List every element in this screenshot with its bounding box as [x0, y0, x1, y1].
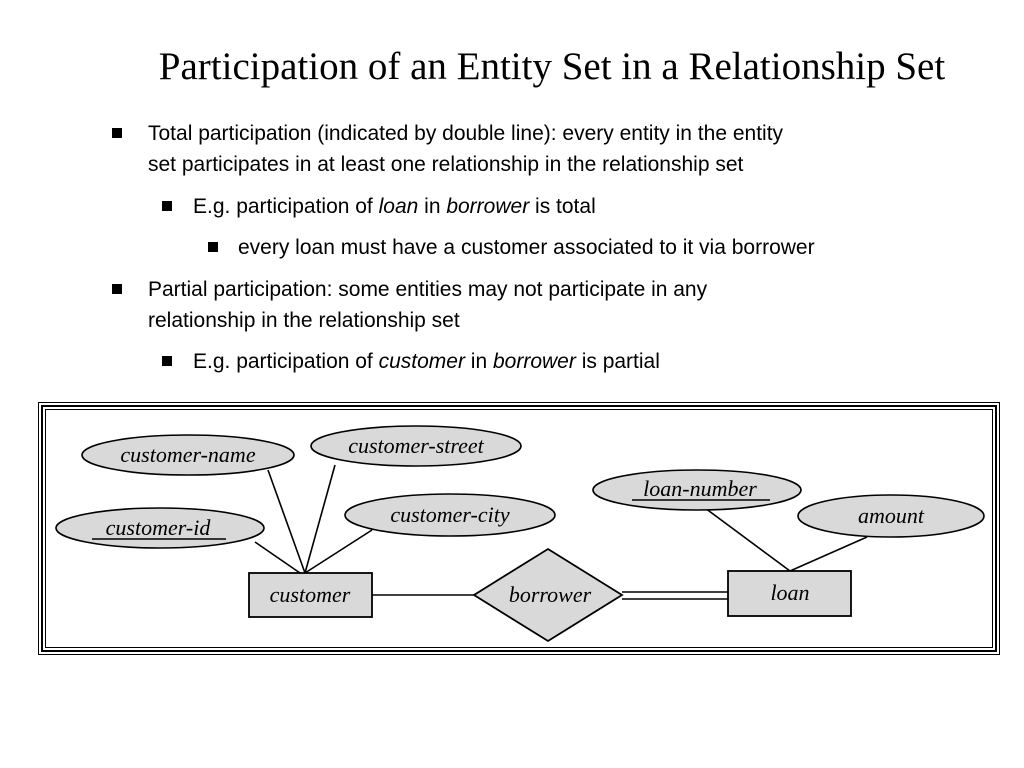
line-loan-number: [704, 507, 791, 572]
square-bullet-icon: [208, 242, 218, 252]
bullet-partial-participation: Partial participation: some entities may…: [112, 274, 707, 336]
line-customer-city: [304, 529, 373, 574]
bullet-text-line-2: relationship in the relationship set: [148, 309, 460, 332]
frame-border: [41, 405, 997, 652]
bullet-text-line-1: Total participation (indicated by double…: [148, 122, 784, 145]
attr-loan-number: loan-number: [643, 476, 757, 501]
square-bullet-icon: [162, 201, 172, 211]
line-customer-id: [254, 541, 301, 574]
square-bullet-icon: [112, 284, 122, 294]
attr-customer-street: customer-street: [348, 433, 484, 458]
attr-customer-name-shape: [81, 434, 295, 476]
bullet-text-line-1: Partial participation: some entities may…: [148, 278, 708, 301]
bullet-text: every loan must have a customer associat…: [238, 236, 815, 259]
line-amount: [789, 536, 868, 572]
bullet-text: E.g. participation of loan in borrower i…: [193, 191, 596, 222]
bullet-text-line-2: set participates in at least one relatio…: [148, 153, 744, 176]
relationship-borrower: borrower: [509, 582, 592, 607]
bullet-partial-example: E.g. participation of customer in borrow…: [162, 346, 660, 377]
attr-customer-id: customer-id: [106, 515, 212, 540]
example-middle: in: [464, 350, 493, 373]
example-suffix: is partial: [575, 350, 660, 373]
example-entity: customer: [378, 350, 465, 373]
entity-customer-shape: [248, 572, 373, 618]
bullet-text: E.g. participation of customer in borrow…: [193, 346, 660, 377]
line-customer-street: [304, 464, 336, 574]
example-middle: in: [418, 195, 447, 218]
example-prefix: E.g. participation of: [193, 195, 379, 218]
square-bullet-icon: [162, 356, 172, 366]
bullet-total-example: E.g. participation of loan in borrower i…: [162, 191, 596, 222]
slide-title: Participation of an Entity Set in a Rela…: [158, 45, 946, 88]
example-entity: loan: [378, 195, 419, 218]
attr-customer-city-shape: [344, 493, 556, 537]
square-bullet-icon: [112, 128, 122, 138]
attr-customer-street-shape: [310, 425, 522, 467]
connector-lines: [254, 464, 868, 600]
example-prefix: E.g. participation of: [193, 350, 379, 373]
bullet-total-detail: every loan must have a customer associat…: [208, 232, 815, 263]
attr-customer-city: customer-city: [390, 502, 510, 527]
example-relationship: borrower: [446, 195, 530, 218]
example-relationship: borrower: [492, 350, 576, 373]
bullet-total-participation: Total participation (indicated by double…: [112, 118, 783, 180]
relationship-borrower-shape: [472, 547, 624, 643]
frame-border-inner: [45, 409, 993, 648]
attr-amount: amount: [858, 503, 925, 528]
entity-loan: loan: [770, 580, 809, 605]
attr-amount-shape: [797, 494, 985, 538]
example-suffix: is total: [529, 195, 596, 218]
attr-customer-id-shape: [55, 507, 265, 549]
entity-loan-shape: [727, 570, 852, 617]
attr-customer-name: customer-name: [120, 442, 255, 467]
line-customer-name: [267, 469, 306, 574]
entity-customer: customer: [270, 582, 351, 607]
